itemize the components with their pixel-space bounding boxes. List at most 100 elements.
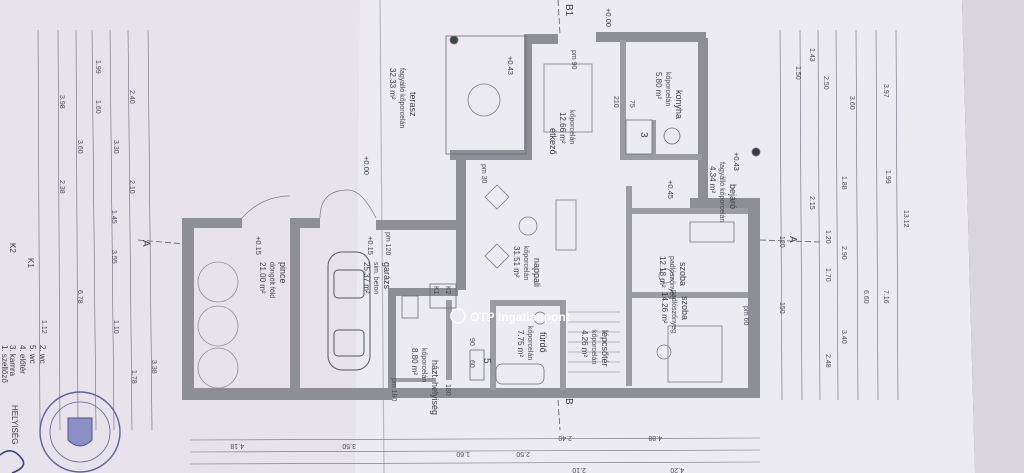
room-name: étkező (548, 128, 558, 155)
opening-label: 90 (468, 338, 475, 346)
dim-label: 3.55 (110, 250, 117, 264)
inner-walls (396, 40, 748, 390)
dim-label: 4.20 (670, 466, 684, 473)
bath-number: 5 (481, 358, 492, 364)
level-label: +0.43 (732, 152, 741, 171)
room-area: 12.66 m² (558, 112, 567, 144)
dim-label: 1.12 (40, 320, 47, 334)
dim-label: 1.99 (884, 170, 891, 184)
right-dimension-lines (779, 29, 899, 401)
dim-label: 3.60 (76, 140, 83, 154)
dim-label: 13.12 (902, 210, 909, 228)
room-name: házt. helyiség (430, 360, 440, 415)
kitchen-utility (401, 119, 681, 319)
room-area: 21.00 m² (258, 262, 267, 294)
dim-label: 2.50 (822, 76, 829, 90)
dim-label: 1.20 (824, 230, 831, 244)
dim-label: 2.90 (840, 246, 847, 260)
room-floor: kőporcelán (664, 72, 671, 106)
room-floor: kőporcelán (526, 326, 533, 360)
staircase (568, 311, 620, 373)
opening-label: pm 60 (742, 306, 749, 326)
dim-label: 3.60 (848, 96, 855, 110)
room-floor: kőporcelán (522, 246, 529, 280)
garage-door-arcs (241, 189, 377, 219)
room-furdo: fürdő kőporcelán 7.75 m² (516, 326, 548, 360)
room-haztart: házt. helyiség kőporcelán 8.80 m² (410, 348, 440, 415)
room-name: pince (278, 262, 288, 284)
dim-label: 3.98 (58, 95, 65, 109)
room-etkezo: étkező kőporcelán 12.66 m² (548, 110, 575, 155)
room-name: terasz (408, 92, 418, 117)
watermark: OTP Ingatlanpont (450, 308, 570, 324)
legend-item: 1. szellőző (0, 345, 9, 383)
section-marker-a-right: A (759, 236, 821, 243)
dim-label: 2.38 (58, 180, 65, 194)
section-label: B1 (563, 4, 574, 17)
dim-label: 2.48 (824, 354, 831, 368)
k2-label: K2 (444, 286, 451, 295)
living-room-furniture (467, 63, 593, 269)
level-label: +0.43 (506, 56, 515, 75)
room-floor: kőporcelán (590, 330, 597, 364)
room-floor: fagyálló kőporcelán (718, 162, 725, 222)
room-area: 8.80 m² (410, 348, 419, 375)
level-label: +0.00 (362, 156, 371, 175)
dim-label: 2.15 (808, 196, 815, 210)
room-name: lépcsőtér (600, 330, 610, 367)
dim-label: 1.78 (130, 370, 137, 384)
room-name: konyha (674, 90, 684, 119)
room-lepcso: lépcsőtér kőporcelán 4.26 m² (580, 330, 610, 367)
dim-label: 2.40 (558, 434, 572, 441)
room-name: szoba (678, 262, 688, 286)
dim-label: 2.10 (128, 180, 135, 194)
dim-label: 1.10 (112, 320, 119, 334)
dim-label: 4.88 (648, 434, 662, 441)
k1-label: K1 (432, 286, 439, 295)
dim-label: 1.99 (94, 60, 101, 74)
dim-label: 6.60 (862, 290, 869, 304)
bathroom-fixtures (469, 311, 547, 385)
room-nappali: nappali kőporcelán 31.51 m² (512, 246, 542, 287)
level-label: +0.45 (666, 180, 675, 199)
room-name: nappali (532, 258, 542, 287)
room-area: 12.18 m² (658, 256, 667, 288)
legend-item: 4. előtér (18, 345, 27, 374)
legend-k1: K1 (26, 258, 35, 268)
room-bejaro: bejáró fagyálló kőporcelán 4.34 m² (708, 162, 738, 222)
opening-label: 60 (468, 360, 475, 368)
dim-label: 7.16 (882, 290, 889, 304)
dim-label: 1.70 (824, 268, 831, 282)
room-area: 5.80 m² (654, 72, 663, 99)
kitchen-box-number: 3 (638, 132, 649, 138)
dim-label: 1.88 (840, 176, 847, 190)
room-szoba-1: szoba padlószőnyeg 12.18 m² (658, 256, 688, 299)
right-paper-edge (962, 0, 1024, 473)
dim-label: 2.10 (572, 466, 586, 473)
main-paper-sheet (355, 0, 975, 473)
dim-label: 2.50 (516, 450, 530, 457)
dim-label: 3.30 (112, 140, 119, 154)
dim-label: 3.40 (840, 330, 847, 344)
room-area: 14.26 m² (660, 292, 669, 324)
signature (0, 450, 25, 473)
terrace-outline (445, 35, 761, 157)
room-terasz: terasz fagyálló kőporcelán 32.33 m² (388, 68, 418, 128)
legend-item: 5. wc (28, 345, 37, 364)
level-label: +0.15 (254, 236, 263, 255)
section-label: A (140, 240, 151, 247)
legend-title: HELYISÉG (10, 405, 19, 444)
opening-label: pm 120 (384, 232, 391, 255)
legend-k2: K2 (8, 243, 17, 253)
opening-label: pm 30 (480, 164, 487, 184)
opening-label: 75 (628, 100, 635, 108)
room-floor: padlószőnyeg (668, 256, 675, 299)
outer-walls (182, 32, 760, 400)
room-konyha: konyha kőporcelán 5.80 m² (654, 72, 684, 119)
room-name: bejáró (728, 184, 738, 209)
opening-label: 210 (612, 96, 619, 108)
legend-item: 3. kamra (8, 345, 17, 377)
watermark-text: OTP Ingatlanpont (470, 310, 570, 324)
room-floor: döngölt föld (268, 262, 275, 298)
